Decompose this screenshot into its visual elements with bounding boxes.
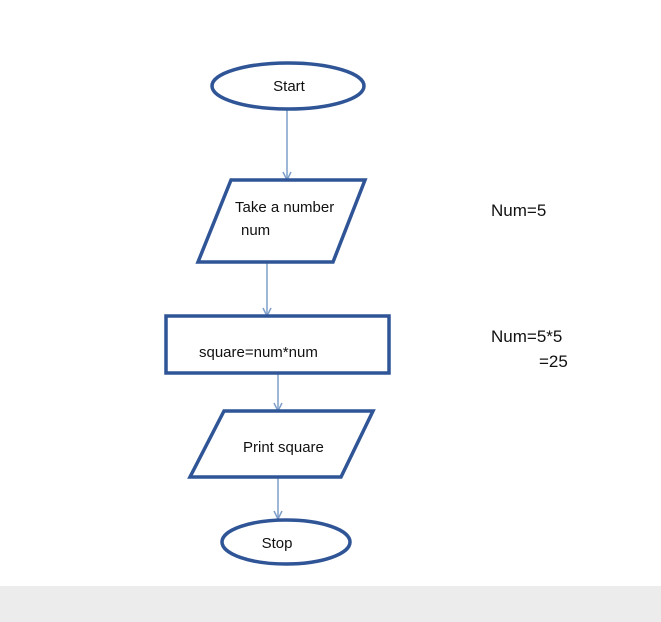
note-calc-line1: Num=5*5 xyxy=(491,327,562,346)
output-parallelogram xyxy=(187,409,376,479)
bottom-band xyxy=(0,586,661,622)
stop-terminal xyxy=(220,518,352,566)
input-parallelogram xyxy=(195,178,368,264)
note-num-value: Num=5 xyxy=(491,201,546,220)
note-calc-line2: =25 xyxy=(539,352,568,371)
start-label: Start xyxy=(273,78,306,95)
output-label: Print square xyxy=(243,439,324,456)
start-terminal xyxy=(210,61,366,111)
input-label-line1: Take a number xyxy=(235,199,334,216)
stop-label: Stop xyxy=(262,535,293,552)
input-label-line2: num xyxy=(241,222,270,239)
process-box xyxy=(164,314,391,375)
process-label: square=num*num xyxy=(199,344,318,361)
